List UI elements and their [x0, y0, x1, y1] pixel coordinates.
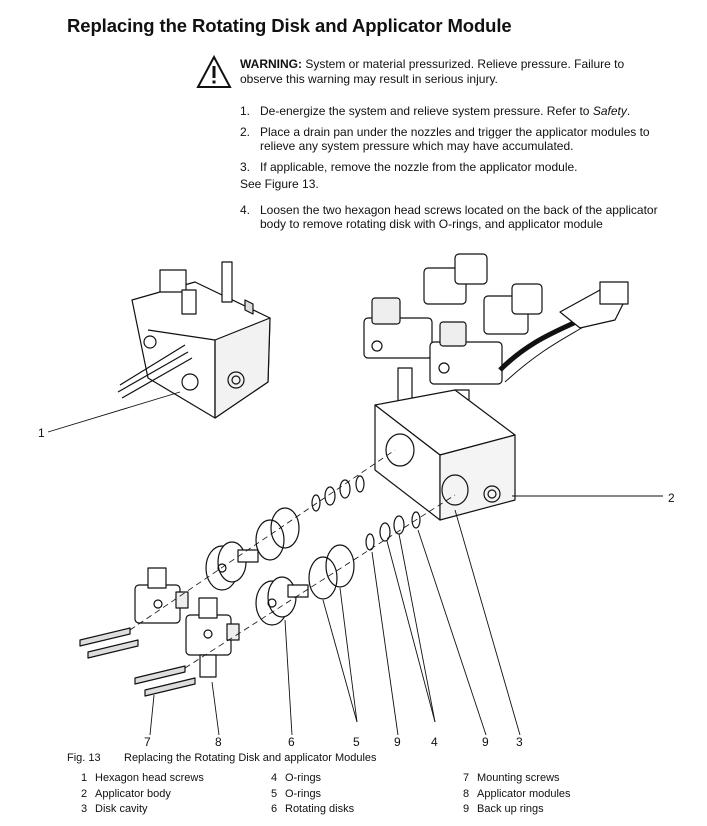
legend-item: 8 Applicator modules [463, 787, 571, 803]
screws-drawing [79, 627, 196, 697]
legend-item: 3 Disk cavity [81, 802, 204, 818]
legend-number: 3 [81, 803, 88, 815]
step-number: 4. [240, 202, 251, 217]
legend-text: Back up rings [477, 803, 544, 815]
o-rings-upper-drawing [255, 475, 365, 561]
legend-item: 1 Hexagon head screws [81, 771, 204, 787]
legend-number: 5 [271, 787, 278, 800]
legend-column-3: 7 Mounting screws 8 Applicator modules 9 Ba… [463, 771, 571, 818]
legend-number: 1 [81, 772, 88, 784]
step-number: 2. [240, 124, 251, 139]
step-text: If applicable, remove the nozzle from th… [260, 159, 578, 174]
legend-text: Hexagon head screws [95, 772, 204, 784]
callout-1: 1 [38, 426, 45, 440]
rotating-disks-drawing [205, 541, 309, 626]
legend-item: 2 Applicator body [81, 787, 204, 803]
callout-3: 3 [516, 735, 523, 749]
figure-title: Replacing the Rotating Disk and applicat… [124, 752, 377, 764]
warning-text: System or material pressurized. Relieve … [240, 57, 625, 86]
step-3: 3. If applicable, remove the nozzle from… [240, 160, 660, 175]
legend-item: 9 Back up rings [463, 802, 571, 818]
legend-text: Applicator modules [477, 787, 571, 800]
legend-text: Rotating disks [285, 803, 355, 815]
callout-7: 7 [144, 735, 151, 749]
legend-text: Mounting screws [477, 772, 560, 784]
legend-number: 9 [463, 803, 470, 815]
figure-number: Fig. 13 [67, 752, 101, 764]
step-2: 2. Place a drain pan under the nozzles a… [240, 125, 660, 154]
callout-leader-lines [47, 391, 663, 736]
legend-text: Disk cavity [95, 803, 148, 815]
step-4: 4. Loosen the two hexagon head screws lo… [240, 203, 660, 232]
applicator-modules-drawing [134, 567, 240, 678]
procedure-steps: 1. De-energize the system and relieve sy… [240, 104, 660, 238]
main-applicator-body-drawing [374, 389, 516, 521]
callout-4: 4 [431, 735, 438, 749]
callout-5: 5 [353, 735, 360, 749]
callout-9: 9 [482, 735, 489, 749]
callout-6: 6 [288, 735, 295, 749]
warning-label: WARNING: [240, 57, 302, 71]
legend-number: 4 [271, 772, 278, 784]
step-1: 1. De-energize the system and relieve sy… [240, 104, 660, 119]
legend-text: O-rings [285, 772, 322, 784]
callout-8: 8 [215, 735, 222, 749]
callout-9: 9 [394, 735, 401, 749]
legend-text: O-rings [285, 787, 322, 800]
step-text: Loosen the two hexagon head screws locat… [260, 202, 658, 232]
assembly-axis-lines [129, 449, 456, 669]
step-text-main: De-energize the system and relieve syste… [260, 104, 593, 118]
legend-text: Applicator body [95, 787, 171, 800]
step-number: 3. [240, 159, 251, 174]
legend-number: 2 [81, 787, 88, 800]
step-text: De-energize the system and relieve syste… [260, 104, 660, 119]
legend-item: 5 O-rings [271, 787, 354, 803]
figure-caption: Fig. 13 Replacing the Rotating Disk and a… [67, 752, 377, 764]
legend-item: 7 Mounting screws [463, 771, 571, 787]
step-number: 1. [240, 104, 251, 118]
legend-item: 4 O-rings [271, 771, 354, 787]
exploded-view-illustration [47, 253, 663, 736]
left-applicator-body-drawing [117, 261, 271, 419]
callout-2: 2 [668, 491, 675, 505]
legend-number: 8 [463, 787, 470, 800]
warning-block: WARNING: System or material pressurized.… [240, 57, 640, 87]
page-title: Replacing the Rotating Disk and Applicat… [67, 15, 512, 36]
see-figure-note: See Figure 13. [240, 177, 319, 191]
legend-number: 7 [463, 772, 470, 784]
step-text: Place a drain pan under the nozzles and … [260, 124, 650, 154]
safety-reference: Safety [592, 104, 627, 118]
step-text-end: . [626, 104, 631, 118]
warning-triangle-icon [196, 55, 232, 88]
legend-number: 6 [271, 803, 278, 815]
legend-item: 6 Rotating disks [271, 802, 354, 818]
